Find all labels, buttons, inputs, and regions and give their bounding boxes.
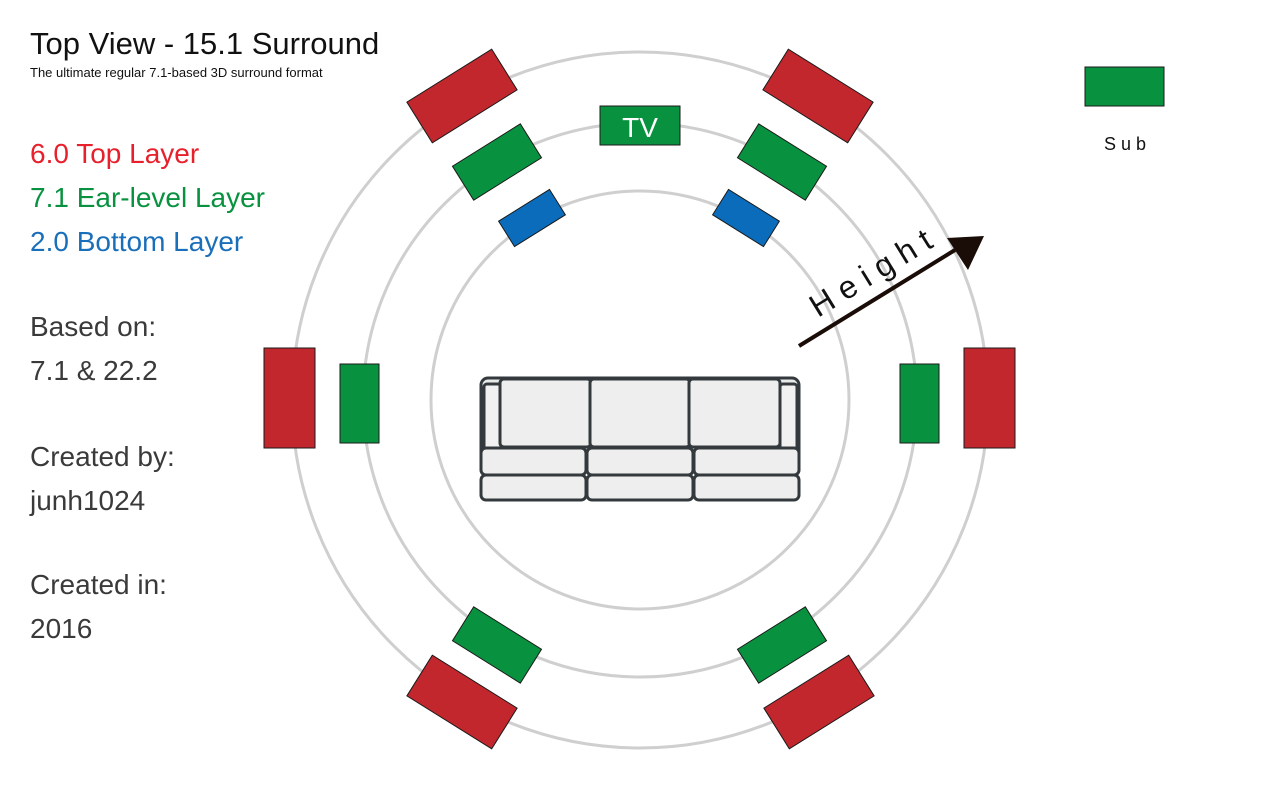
page-subtitle: The ultimate regular 7.1-based 3D surrou… <box>30 65 323 80</box>
created-by-value: junh1024 <box>30 485 146 516</box>
based-on-label: Based on: <box>30 311 157 342</box>
ear-front-right-speaker <box>736 123 828 201</box>
ear-back-left-speaker <box>451 606 543 684</box>
created-in-value: 2016 <box>30 613 93 644</box>
inner-ring <box>429 189 851 611</box>
based-on-value: 7.1 & 22.2 <box>30 355 158 386</box>
page-title: Top View - 15.1 Surround <box>30 26 380 61</box>
legend-bottom-layer: 2.0 Bottom Layer <box>30 226 244 257</box>
ear-side-left-speaker <box>339 363 380 444</box>
sofa-icon <box>479 376 801 502</box>
subwoofer <box>1084 66 1165 107</box>
top-front-right-speaker <box>762 48 874 144</box>
tv-label: TV <box>622 112 658 143</box>
ear-back-right-speaker <box>736 606 828 684</box>
created-by-label: Created by: <box>30 441 175 472</box>
tv-center-speaker <box>599 105 681 146</box>
bottom-front-left-speaker <box>497 188 567 248</box>
top-back-right-speaker <box>763 654 875 750</box>
legend-ear-level-layer: 7.1 Ear-level Layer <box>30 182 266 213</box>
top-front-left-speaker <box>406 48 518 144</box>
sub-label: S u b <box>1104 134 1146 154</box>
ear-front-left-speaker <box>451 123 543 201</box>
legend-top-layer: 6.0 Top Layer <box>30 138 200 169</box>
top-back-left-speaker <box>406 654 518 750</box>
ear-side-right-speaker <box>899 363 940 444</box>
height-arrow <box>797 236 984 348</box>
bottom-front-right-speaker <box>711 188 781 248</box>
top-side-left-speaker <box>263 347 316 449</box>
top-side-right-speaker <box>963 347 1016 449</box>
created-in-label: Created in: <box>30 569 167 600</box>
